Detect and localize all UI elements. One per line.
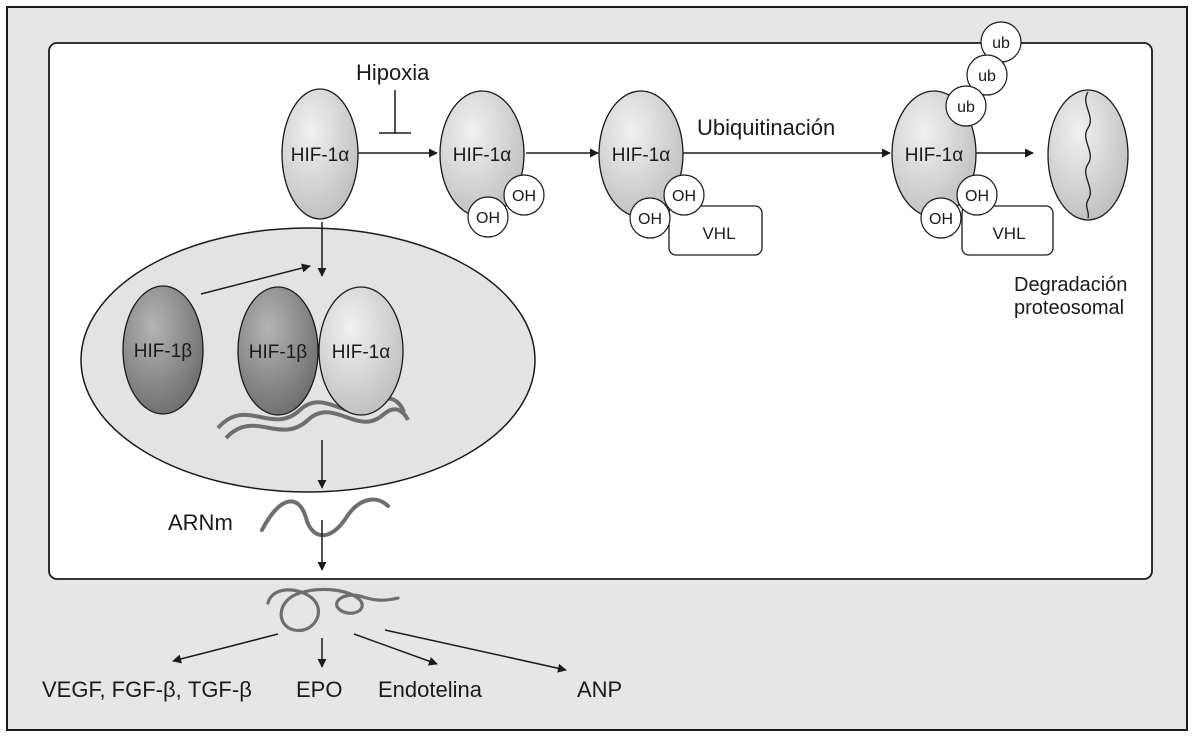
oh-group: [920, 197, 962, 239]
ubiquitin: [945, 85, 987, 127]
oh-label: OH: [638, 211, 662, 228]
proteasome: [1047, 89, 1129, 221]
oh-label: OH: [929, 211, 953, 228]
vhl-box: [668, 205, 763, 256]
hif1a-free: [281, 88, 359, 220]
hif1b-monomer: [122, 285, 204, 415]
hif1a-hydroxylated-label: HIF-1α: [453, 145, 512, 166]
degradation-label-line2: proteosomal: [1014, 297, 1124, 319]
oh-group: [629, 197, 671, 239]
hif1a-ubiquitinated-label: HIF-1α: [905, 145, 964, 166]
arrow-product-vegf: [172, 633, 279, 664]
arrow-dimerization: [200, 263, 311, 295]
arrow-product-anp: [384, 629, 567, 673]
protein-coil: [266, 587, 400, 633]
hif1b-dimer: [237, 286, 319, 416]
ub-label: ub: [957, 99, 975, 116]
vhl-label: VHL: [992, 224, 1025, 243]
oh-label: OH: [476, 210, 500, 227]
product-label: EPO: [296, 677, 342, 702]
ubiquitin: [966, 54, 1008, 96]
ubiquitination-label: Ubiquitinación: [697, 115, 835, 140]
oh-group: [467, 196, 509, 238]
degradation-label-line1: Degradación: [1014, 274, 1127, 296]
oh-label: OH: [512, 188, 536, 205]
hif1b-monomer-label: HIF-1β: [134, 341, 193, 362]
oh-label: OH: [965, 188, 989, 205]
ub-label: ub: [978, 68, 996, 85]
oh-group: [663, 174, 705, 216]
oh-group: [503, 174, 545, 216]
mrna-label: ARNm: [168, 510, 233, 535]
product-label: VEGF, FGF-β, TGF-β: [42, 677, 252, 702]
vhl-label: VHL: [702, 224, 735, 243]
arrow-product-endotelina: [353, 633, 438, 666]
hypoxia-label: Hipoxia: [356, 60, 430, 85]
oh-group: [956, 174, 998, 216]
hif1b-dimer-label: HIF-1β: [249, 342, 308, 363]
oh-label: OH: [672, 188, 696, 205]
hif1a-dimer-label: HIF-1α: [332, 342, 391, 363]
proteasome-fold: [1085, 91, 1091, 219]
ub-label: ub: [992, 35, 1010, 52]
dna-strand: [224, 407, 410, 440]
hif1a-free-label: HIF-1α: [291, 145, 350, 166]
vhl-box: [961, 205, 1054, 256]
product-label: ANP: [577, 677, 622, 702]
mrna-strand: [260, 497, 390, 538]
hif1a-vhl-bound-label: HIF-1α: [612, 145, 671, 166]
hif1a-dimer: [318, 286, 404, 416]
product-label: Endotelina: [378, 677, 483, 702]
